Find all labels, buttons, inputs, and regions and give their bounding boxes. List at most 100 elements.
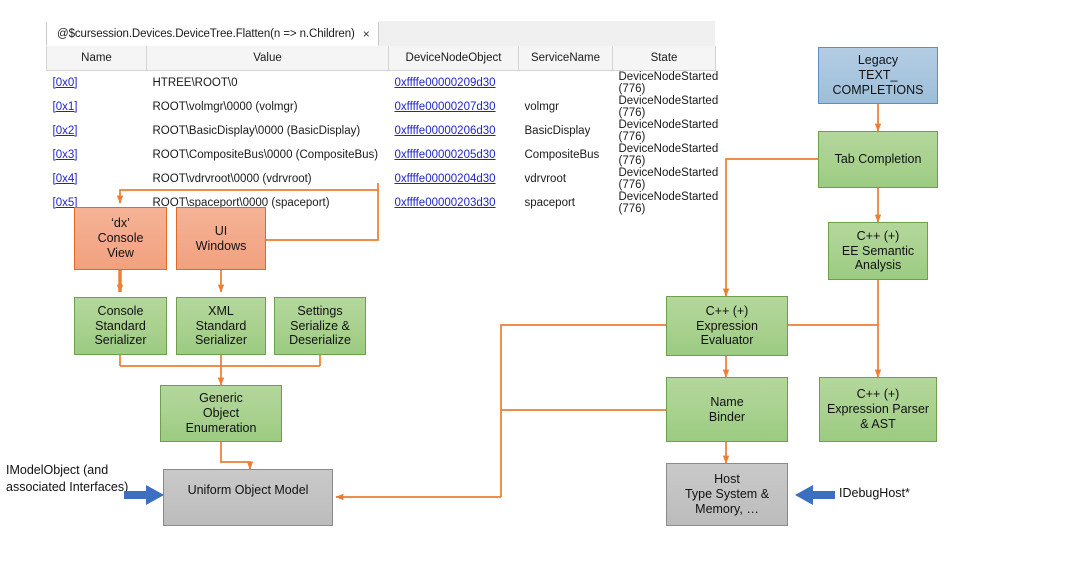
node-line: Memory, … (695, 501, 759, 516)
name-link[interactable]: [0x2] (52, 125, 78, 137)
column-header-device-node-object[interactable]: DeviceNodeObject (388, 46, 519, 71)
device-node-object-link[interactable]: 0xffffe00000207d30 (394, 101, 496, 113)
node-line: Evaluator (700, 333, 754, 348)
node-settings-serialize-deserialize[interactable]: Settings Serialize & Deserialize (274, 297, 366, 355)
cell-device-node-object[interactable]: 0xffffe00000203d30 (389, 191, 519, 215)
node-line: Serializer (194, 333, 248, 348)
cell-service-name: vdrvroot (524, 173, 567, 185)
node-expression-evaluator[interactable]: C++ (+) Expression Evaluator (666, 296, 788, 356)
device-node-object-link[interactable]: 0xffffe00000203d30 (394, 197, 496, 209)
node-line: Legacy (857, 53, 899, 68)
table-row[interactable]: [0x2] ROOT\BasicDisplay\0000 (BasicDispla… (47, 119, 719, 143)
node-ui-windows[interactable]: UI Windows (176, 207, 266, 270)
cell-state: DeviceNodeStarted (776) (618, 95, 719, 119)
node-generic-object-enumeration[interactable]: Generic Object Enumeration (160, 385, 282, 442)
cell-value: ROOT\BasicDisplay\0000 (BasicDisplay) (152, 125, 361, 137)
cell-device-node-object[interactable]: 0xffffe00000207d30 (389, 95, 519, 119)
table-row[interactable]: [0x5] ROOT\spaceport\0000 (spaceport) 0xff… (47, 191, 719, 215)
device-node-object-link[interactable]: 0xffffe00000209d30 (394, 77, 496, 89)
blue-arrow-icon-imodelobject (124, 485, 164, 505)
cell-device-node-object[interactable]: 0xffffe00000204d30 (389, 167, 519, 191)
tab-label: @$cursession.Devices.DeviceTree.Flatten(… (57, 28, 355, 40)
node-line: EE Semantic (841, 243, 915, 258)
tab-device-tree-flatten[interactable]: @$cursession.Devices.DeviceTree.Flatten(… (46, 21, 379, 46)
node-expression-parser-ast[interactable]: C++ (+) Expression Parser & AST (819, 377, 937, 442)
wire-generic-object-to-uom (220, 442, 254, 470)
node-line: Expression (696, 318, 758, 333)
node-line: Type System & (684, 487, 770, 502)
node-ee-semantic-analysis[interactable]: C++ (+) EE Semantic Analysis (828, 222, 928, 280)
cell-device-node-object[interactable]: 0xffffe00000209d30 (389, 71, 519, 96)
node-host-type-system[interactable]: Host Type System & Memory, … (666, 463, 788, 526)
node-line: Enumeration (185, 420, 257, 435)
node-dx-console-view[interactable]: ‘dx’ Console View (74, 207, 167, 270)
table-row[interactable]: [0x3]ROOT\CompositeBus\0000 (CompositeBu… (47, 143, 719, 167)
cell-name[interactable]: [0x2] (47, 119, 147, 143)
cell-name[interactable]: [0x1] (47, 95, 147, 119)
cell-name[interactable]: [0x5] (47, 191, 147, 215)
label-line: IModelObject (6, 463, 80, 477)
cell-device-node-object[interactable]: 0xffffe00000205d30 (389, 143, 519, 167)
wire-tab-completion-to-expression-evaluator (722, 158, 818, 297)
name-link[interactable]: [0x3] (52, 149, 78, 161)
node-line: Serializer (94, 333, 147, 348)
node-line: Settings (297, 303, 343, 318)
cell-name[interactable]: [0x4] (47, 167, 147, 191)
node-line: Console (97, 303, 144, 318)
cell-service-name: BasicDisplay (524, 125, 591, 137)
cell-service-name (519, 71, 613, 96)
name-link[interactable]: [0x5] (52, 197, 78, 209)
node-legacy-text-completions[interactable]: Legacy TEXT_ COMPLETIONS (818, 47, 938, 104)
name-link[interactable]: [0x4] (52, 173, 78, 185)
device-node-object-link[interactable]: 0xffffe00000205d30 (394, 149, 496, 161)
node-line: Tab Completion (834, 152, 922, 167)
cell-value: ROOT\volmgr\0000 (volmgr) (152, 101, 298, 113)
cell-state: DeviceNodeStarted (776) (618, 191, 719, 215)
node-line: Generic (199, 391, 243, 406)
cell-value: ROOT\spaceport\0000 (spaceport) (152, 197, 330, 209)
wire-evaluator-left-stem (500, 324, 666, 497)
cell-service-name: volmgr (524, 101, 560, 113)
table-header-row: Name Value DeviceNodeObject ServiceName … (46, 46, 716, 71)
name-link[interactable]: [0x0] (52, 77, 78, 89)
node-line: UI (214, 223, 228, 238)
name-link[interactable]: [0x1] (52, 101, 78, 113)
node-line: XML (208, 303, 234, 318)
node-line: Standard (95, 318, 146, 333)
device-node-object-link[interactable]: 0xffffe00000206d30 (394, 125, 496, 137)
node-line: Analysis (854, 258, 902, 273)
device-tree-grid-window: @$cursession.Devices.DeviceTree.Flatten(… (46, 21, 719, 215)
table-row[interactable]: [0x4] ROOT\vdrvroot\0000 (vdrvroot) 0xffff… (47, 167, 719, 191)
node-console-standard-serializer[interactable]: Console Standard Serializer (74, 297, 167, 355)
node-line: C++ (+) (705, 303, 749, 318)
node-line: Uniform Object Model (187, 483, 309, 497)
node-name-binder[interactable]: Name Binder (666, 377, 788, 442)
column-header-service-name[interactable]: ServiceName (518, 46, 613, 71)
cell-device-node-object[interactable]: 0xffffe00000206d30 (389, 119, 519, 143)
wire-grid-to-dx-console (116, 183, 379, 204)
node-tab-completion[interactable]: Tab Completion (818, 131, 938, 188)
column-header-state[interactable]: State (612, 46, 716, 71)
node-line: Console (97, 231, 144, 246)
cell-state: DeviceNodeStarted (776) (618, 143, 719, 167)
node-line: C++ (+) (856, 387, 900, 402)
blue-arrow-icon-idebughost (795, 485, 835, 505)
node-uniform-object-model[interactable]: Uniform Object Model (163, 469, 333, 526)
cell-value: ROOT\vdrvroot\0000 (vdrvroot) (152, 173, 312, 185)
node-line: Standard (195, 318, 247, 333)
device-node-object-link[interactable]: 0xffffe00000204d30 (394, 173, 496, 185)
node-line: Binder (708, 409, 746, 424)
column-header-name[interactable]: Name (46, 46, 147, 71)
cell-name[interactable]: [0x3] (47, 143, 147, 167)
cell-name[interactable]: [0x0] (47, 71, 147, 96)
close-icon[interactable]: × (362, 27, 370, 41)
node-line: Windows (195, 238, 247, 253)
label-imodelobject: IModelObject (and associated Interfaces) (6, 462, 136, 496)
column-header-value[interactable]: Value (146, 46, 389, 71)
cell-state: DeviceNodeStarted (776) (618, 119, 719, 143)
cell-service-name: spaceport (524, 197, 576, 209)
node-xml-standard-serializer[interactable]: XML Standard Serializer (176, 297, 266, 355)
node-line: Name (710, 394, 744, 409)
table-row[interactable]: [0x1] ROOT\volmgr\0000 (volmgr) 0xffffe000… (47, 95, 719, 119)
